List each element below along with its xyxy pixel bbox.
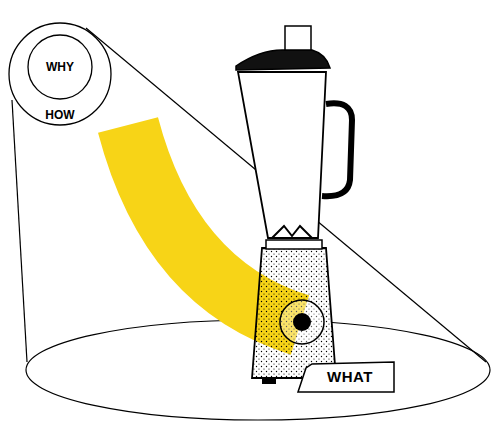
blender-blades [272,226,312,238]
why-circle: WHY [27,34,93,100]
how-circle: HOW WHY [8,22,112,126]
base-collar [266,240,322,249]
cone-line [86,28,486,362]
why-circle-shape [28,35,92,99]
cone-line [12,100,27,362]
base-foot [262,378,276,384]
blender-dial [280,300,324,344]
how-circle-shape [9,23,111,125]
node-label: WHY [27,60,93,74]
blender-base [252,248,336,378]
blender-jar [238,72,326,238]
node-label: WHAT [296,368,396,386]
base-texture [250,246,340,380]
lid-knob [285,26,311,50]
node-label: HOW [8,108,112,122]
blender-lid [236,50,330,70]
what-tag: WHAT [296,360,396,394]
blender-handle [322,103,352,196]
dial-center [293,313,311,331]
